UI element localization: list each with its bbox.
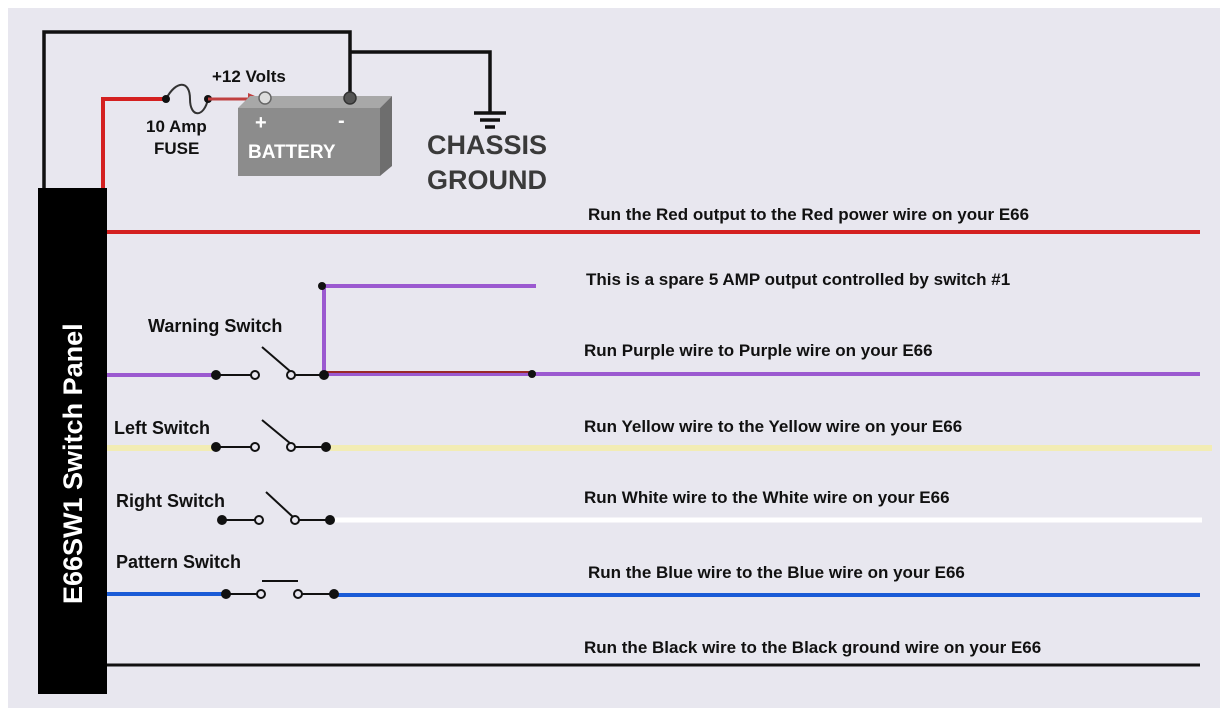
- white-instruction: Run White wire to the White wire on your…: [584, 488, 950, 507]
- purple-instruction: Run Purple wire to Purple wire on your E…: [584, 341, 933, 360]
- purple-junction-dot: [528, 370, 536, 378]
- right-switch-icon: [217, 491, 335, 525]
- blue-instruction: Run the Blue wire to the Blue wire on yo…: [588, 563, 965, 582]
- spare-instruction: This is a spare 5 AMP output controlled …: [586, 270, 1010, 289]
- spare-junction-dot: [318, 282, 326, 290]
- ground-wire: [42, 30, 492, 188]
- switch-panel: [38, 188, 107, 694]
- warning-switch-icon: [211, 346, 329, 380]
- ground-label-ground: GROUND: [427, 165, 547, 195]
- left-switch-icon: [211, 419, 331, 452]
- black-instruction: Run the Black wire to the Black ground w…: [584, 638, 1041, 657]
- left-switch-label: Left Switch: [114, 418, 210, 438]
- battery-minus-label: -: [338, 110, 345, 132]
- fuse-label-fuse: FUSE: [154, 139, 199, 158]
- pattern-switch-icon: [221, 580, 339, 599]
- yellow-instruction: Run Yellow wire to the Yellow wire on yo…: [584, 417, 962, 436]
- battery-icon: [238, 91, 392, 176]
- chassis-ground-icon: [474, 111, 506, 129]
- voltage-label: +12 Volts: [212, 67, 286, 86]
- fuse-label-amp: 10 Amp: [146, 117, 207, 136]
- pattern-switch-label: Pattern Switch: [116, 552, 241, 572]
- diagram-background: [8, 8, 1220, 708]
- right-switch-label: Right Switch: [116, 491, 225, 511]
- ground-label-chassis: CHASSIS: [427, 130, 547, 160]
- fuse-supply-wire: [101, 97, 166, 190]
- switch-panel-label: E66SW1 Switch Panel: [58, 323, 88, 604]
- red-instruction: Run the Red output to the Red power wire…: [588, 205, 1029, 224]
- battery-plus-label: +: [255, 112, 267, 134]
- warning-switch-label: Warning Switch: [148, 316, 282, 336]
- battery-label: BATTERY: [248, 142, 336, 163]
